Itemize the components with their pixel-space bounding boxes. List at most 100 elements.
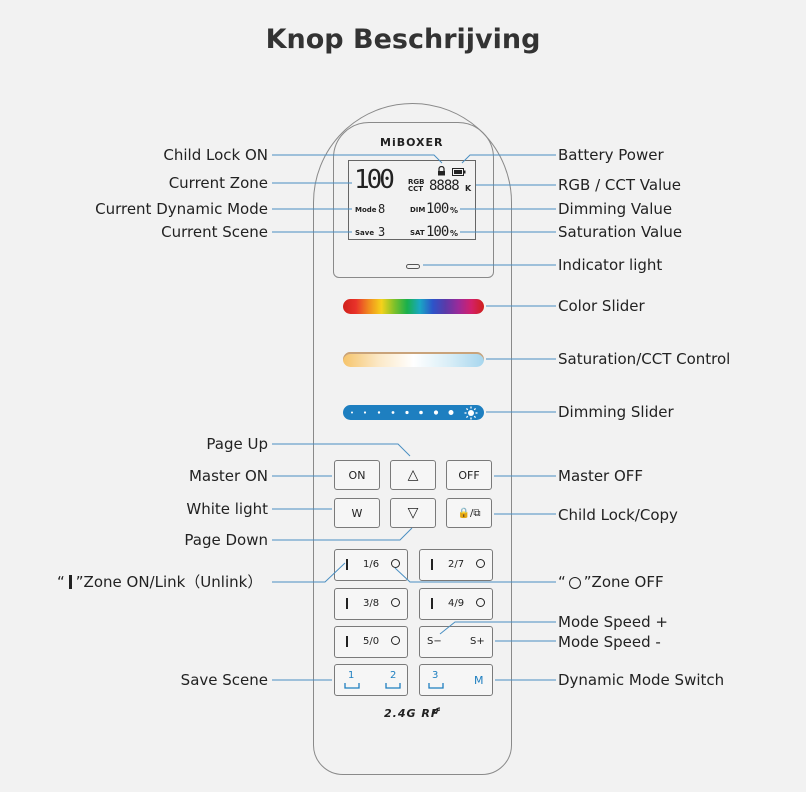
zone-button-3-8[interactable]: 3/8 xyxy=(334,588,408,620)
label-dynamic-mode-switch: Dynamic Mode Switch xyxy=(558,671,725,689)
label-page-up: Page Up xyxy=(206,435,268,453)
label-indicator-light: Indicator light xyxy=(558,256,663,274)
zone-off-circle-icon xyxy=(391,598,400,607)
scene-button-1-2[interactable]: 1 2 xyxy=(334,664,408,696)
label-master-on: Master ON xyxy=(188,467,268,485)
brand-logo: MiBOXER xyxy=(380,136,444,149)
label-white-light: White light xyxy=(186,500,268,518)
label-color-slider: Color Slider xyxy=(558,297,645,315)
zone-on-bar-icon xyxy=(431,559,433,570)
lcd-zone: 100 xyxy=(354,165,395,195)
dimming-dots xyxy=(351,410,454,415)
color-slider[interactable] xyxy=(343,299,484,314)
zone-label: 4/9 xyxy=(448,598,465,609)
lcd-mode-value: 8 xyxy=(378,202,386,216)
label-current-dynamic-mode: Current Dynamic Mode xyxy=(95,200,268,218)
label-save-scene: Save Scene xyxy=(180,671,268,689)
sun-icon xyxy=(464,406,478,419)
lcd-save-label: Save xyxy=(355,229,375,237)
zone-off-text: ”Zone OFF xyxy=(583,573,664,591)
lcd-dim-pct: % xyxy=(450,206,459,215)
lcd-display xyxy=(348,160,476,240)
scene-1-label: 1 xyxy=(348,670,355,681)
white-button[interactable]: W xyxy=(334,498,380,528)
lcd-rgb-cct: RGB CCT xyxy=(408,179,424,193)
zone-on-bar-icon xyxy=(346,598,348,609)
zone-on-bar-icon xyxy=(346,559,348,570)
zone-button-4-9[interactable]: 4/9 xyxy=(419,588,493,620)
label-rgb-cct-value: RGB / CCT Value xyxy=(558,176,681,194)
lcd-value: 8888 xyxy=(429,178,460,194)
label-zone-on-link: “ ”Zone ON/Link（Unlink） xyxy=(57,573,262,591)
scene-tray-icon xyxy=(428,683,444,689)
zone-off-circle-icon xyxy=(391,559,400,568)
zone-off-circle-icon xyxy=(476,598,485,607)
lcd-sat-value: 100 xyxy=(426,224,449,240)
zone-on-text: ”Zone ON/Link（Unlink） xyxy=(75,573,263,591)
lcd-sat-label: SAT xyxy=(410,229,425,237)
zone-on-bar-icon xyxy=(68,575,72,589)
lcd-rgb: RGB xyxy=(408,178,425,186)
battery-icon xyxy=(452,168,466,176)
zone-button-5-0[interactable]: 5/0 xyxy=(334,626,408,658)
label-current-zone: Current Zone xyxy=(168,174,268,192)
dimming-slider[interactable] xyxy=(343,405,484,420)
label-dimming-slider: Dimming Slider xyxy=(558,403,674,421)
screen-frame xyxy=(333,122,494,278)
lcd-cct: CCT xyxy=(408,185,424,193)
scene-3-label: 3 xyxy=(432,670,439,681)
page-title: Knop Beschrijving xyxy=(265,24,541,55)
zone-off-circle-icon xyxy=(391,636,400,645)
on-button[interactable]: ON xyxy=(334,460,380,490)
zone-button-2-7[interactable]: 2/7 xyxy=(419,549,493,581)
zone-off-circle-icon xyxy=(476,559,485,568)
quote-open: “ xyxy=(57,573,65,591)
label-mode-speed-plus: Mode Speed + xyxy=(558,613,668,631)
label-child-lock-copy: Child Lock/Copy xyxy=(558,506,678,524)
lcd-dim-label: DIM xyxy=(410,206,426,214)
zone-label: 1/6 xyxy=(363,559,380,570)
zone-button-1-6[interactable]: 1/6 xyxy=(334,549,408,581)
label-page-down: Page Down xyxy=(184,531,268,549)
lock-copy-button[interactable]: 🔒/⧉ xyxy=(446,498,492,528)
lcd-save-value: 3 xyxy=(378,225,386,239)
label-saturation-value: Saturation Value xyxy=(558,223,683,241)
label-battery-power: Battery Power xyxy=(558,146,664,164)
zone-label: 5/0 xyxy=(363,636,380,647)
lcd-sat-pct: % xyxy=(450,229,459,238)
off-button[interactable]: OFF xyxy=(446,460,492,490)
label-current-scene: Current Scene xyxy=(161,223,268,241)
label-zone-off: “ ”Zone OFF xyxy=(558,573,664,591)
rf-logo: 2.4G RF xyxy=(384,707,440,720)
speed-button[interactable]: S− S+ xyxy=(419,626,493,658)
zone-on-bar-icon xyxy=(431,598,433,609)
speed-plus-label: S+ xyxy=(470,636,485,647)
label-mode-speed-minus: Mode Speed - xyxy=(558,633,661,651)
speed-minus-label: S− xyxy=(427,636,442,647)
scene-mode-button[interactable]: 3 M xyxy=(419,664,493,696)
zone-on-bar-icon xyxy=(346,636,348,647)
indicator-light xyxy=(406,264,420,269)
scene-2-label: 2 xyxy=(390,670,397,681)
lcd-dim-value: 100 xyxy=(426,201,449,217)
page-up-button[interactable]: △ xyxy=(390,460,436,490)
quote-open: “ xyxy=(558,573,566,591)
saturation-cct-slider[interactable] xyxy=(343,352,484,367)
mode-m-label: M xyxy=(474,674,484,687)
scene-tray-icon xyxy=(344,683,360,689)
zone-label: 2/7 xyxy=(448,559,465,570)
zone-off-circle-icon xyxy=(568,577,581,589)
label-saturation-cct-control: Saturation/CCT Control xyxy=(558,350,731,368)
lock-icon xyxy=(438,166,445,176)
rf-signal-icon xyxy=(433,707,441,715)
scene-tray-icon xyxy=(385,683,401,689)
lcd-unit-k: K xyxy=(465,184,472,193)
label-child-lock-on: Child Lock ON xyxy=(163,146,268,164)
remote-body xyxy=(313,103,512,775)
label-master-off: Master OFF xyxy=(558,467,644,485)
label-dimming-value: Dimming Value xyxy=(558,200,673,218)
zone-label: 3/8 xyxy=(363,598,380,609)
lcd-mode-label: Mode xyxy=(355,206,377,214)
page-down-button[interactable]: ▽ xyxy=(390,498,436,528)
